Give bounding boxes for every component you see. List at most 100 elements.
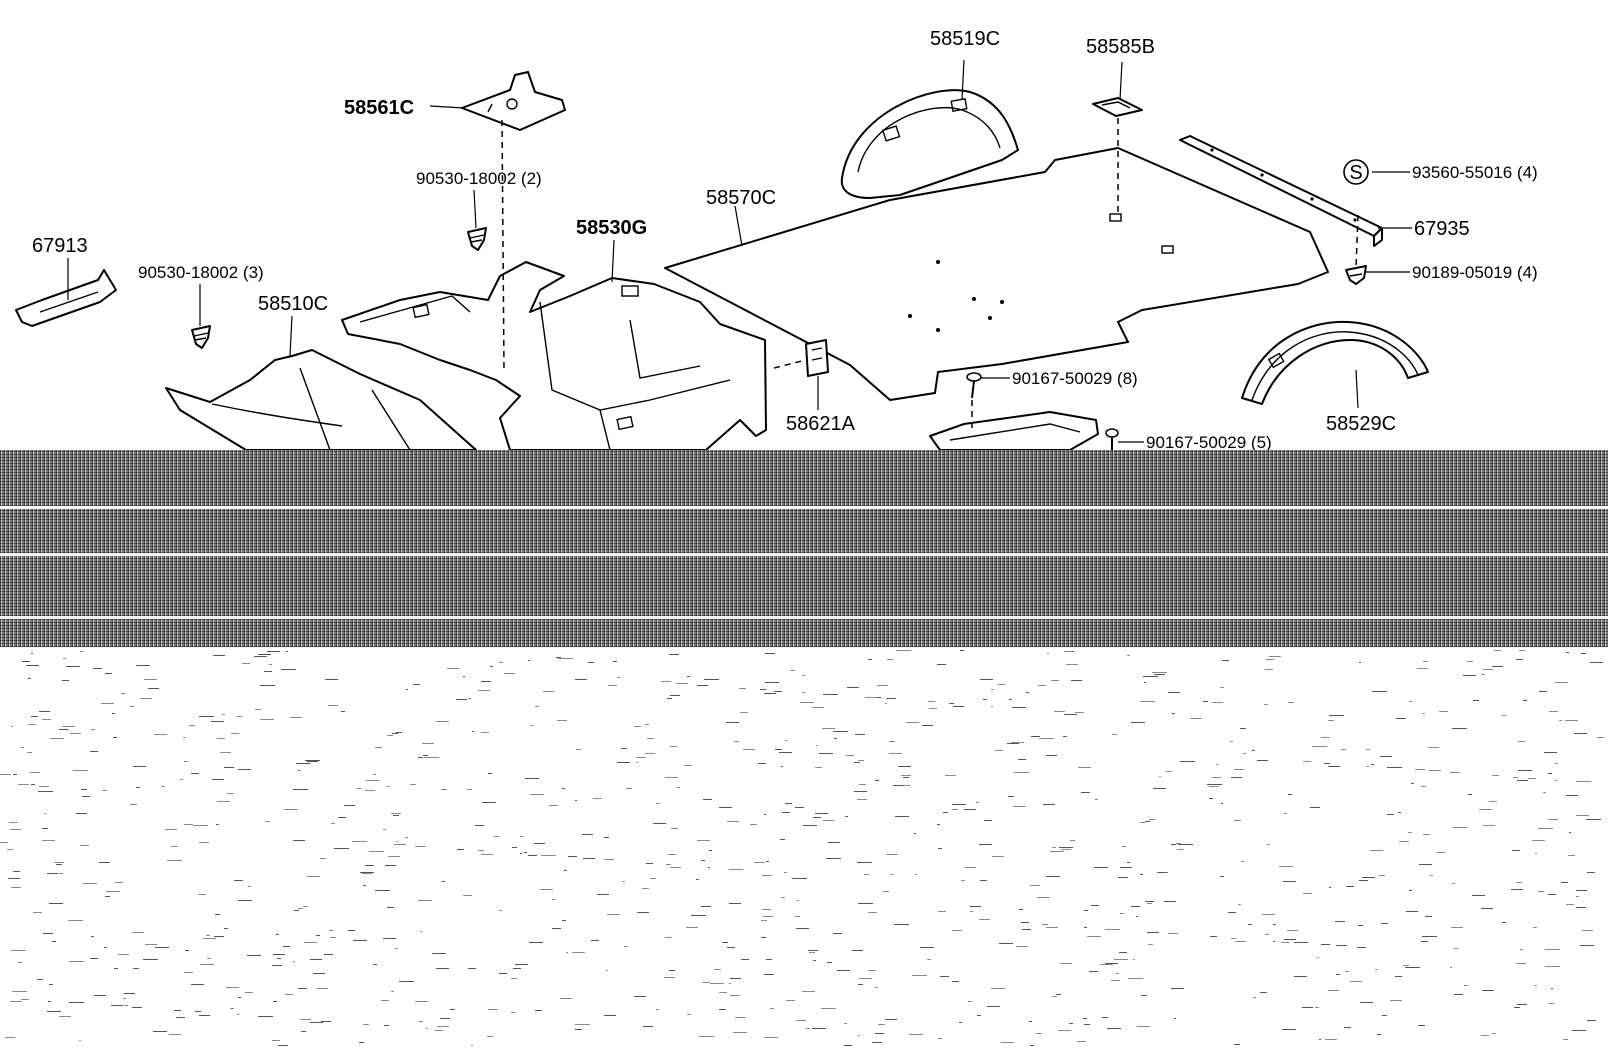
speckle-mark (399, 981, 414, 982)
speckle-mark (21, 747, 24, 748)
speckle-mark (395, 948, 398, 949)
speckle-mark (31, 653, 33, 654)
speckle-mark (528, 660, 530, 661)
speckle-mark (1545, 949, 1560, 950)
speckle-mark (1230, 741, 1233, 742)
speckle-mark (1479, 809, 1492, 810)
speckle-mark (481, 854, 493, 855)
speckle-mark (423, 755, 428, 756)
speckle-mark (1131, 906, 1140, 907)
speckle-mark (33, 912, 42, 913)
speckle-mark (39, 711, 50, 712)
noise-strip (0, 450, 1608, 506)
speckle-mark (1415, 769, 1425, 770)
label-67913: 67913 (32, 235, 88, 257)
speckle-mark (877, 697, 881, 698)
bracket-left-part (15, 269, 117, 327)
speckle-mark (298, 770, 300, 771)
speckle-mark (488, 773, 492, 774)
speckle-mark (1149, 819, 1155, 820)
speckle-mark (238, 997, 241, 998)
speckle-mark (1266, 659, 1274, 660)
speckle-mark (258, 1016, 273, 1017)
speckle-mark (796, 1020, 806, 1021)
speckle-mark (1582, 930, 1593, 931)
speckle-mark (94, 995, 106, 996)
strip-part (1179, 135, 1383, 247)
speckle-mark (247, 955, 261, 956)
speckle-mark (167, 860, 182, 861)
speckle-mark (1586, 819, 1601, 820)
speckle-mark (26, 665, 39, 666)
speckle-mark (21, 999, 29, 1000)
speckle-mark (999, 943, 1013, 944)
speckle-mark (687, 1014, 691, 1015)
speckle-mark (1512, 850, 1520, 851)
speckle-mark (1037, 897, 1050, 898)
speckle-mark (90, 958, 98, 959)
speckle-mark (193, 825, 208, 826)
speckle-mark (69, 1002, 84, 1003)
speckle-mark (535, 1010, 542, 1011)
speckle-mark (834, 738, 837, 739)
speckle-mark (961, 880, 965, 881)
speckle-mark (903, 777, 909, 778)
speckle-mark (1168, 692, 1180, 693)
label-58529C: 58529C (1326, 413, 1396, 435)
speckle-mark (677, 787, 680, 788)
speckle-mark (1287, 930, 1298, 931)
speckle-mark (1294, 942, 1308, 943)
speckle-mark (211, 721, 224, 722)
screw-part-5 (1105, 428, 1119, 450)
speckle-mark (237, 716, 242, 717)
speckle-mark (606, 970, 608, 971)
speckle-mark (812, 1028, 826, 1029)
speckle-mark (38, 791, 53, 792)
speckle-mark (1450, 967, 1452, 968)
speckle-mark (704, 679, 719, 680)
speckle-mark (1007, 743, 1019, 744)
speckle-mark (70, 733, 81, 734)
speckle-mark (133, 968, 139, 969)
speckle-mark (1203, 701, 1208, 702)
speckle-mark (886, 698, 896, 699)
speckle-mark (960, 650, 964, 651)
speckle-mark (1284, 939, 1296, 940)
speckle-mark (353, 940, 367, 941)
speckle-mark (1572, 1030, 1586, 1031)
speckle-mark (821, 1008, 836, 1009)
speckle-mark (328, 705, 338, 706)
speckle-mark (1576, 907, 1586, 908)
speckle-mark (1190, 718, 1202, 719)
speckle-mark (226, 987, 239, 988)
speckle-mark (575, 1029, 582, 1030)
speckle-mark (893, 785, 905, 786)
speckle-mark (1452, 883, 1455, 884)
speckle-mark (375, 890, 390, 891)
speckle-mark (922, 725, 933, 726)
speckle-mark (0, 774, 11, 775)
speckle-mark (938, 1038, 942, 1039)
speckle-mark (1312, 746, 1327, 747)
speckle-mark (1555, 780, 1557, 781)
speckle-mark (1172, 713, 1175, 714)
speckle-mark (696, 879, 699, 880)
speckle-mark (1026, 692, 1029, 693)
speckle-mark (191, 773, 199, 774)
speckle-mark (494, 836, 499, 837)
speckle-mark (1288, 702, 1294, 703)
speckle-mark (858, 760, 864, 761)
speckle-mark (864, 874, 869, 875)
speckle-mark (524, 852, 527, 853)
speckle-mark (575, 800, 577, 801)
speckle-mark (785, 740, 787, 741)
speckle-mark (212, 779, 224, 780)
speckle-mark (1310, 807, 1320, 808)
speckle-mark (877, 685, 888, 686)
speckle-mark (1398, 812, 1401, 813)
speckle-mark (393, 815, 399, 816)
speckle-mark (1171, 844, 1176, 845)
speckle-mark (764, 974, 774, 975)
speckle-mark (582, 834, 593, 835)
speckle-mark (62, 726, 75, 727)
